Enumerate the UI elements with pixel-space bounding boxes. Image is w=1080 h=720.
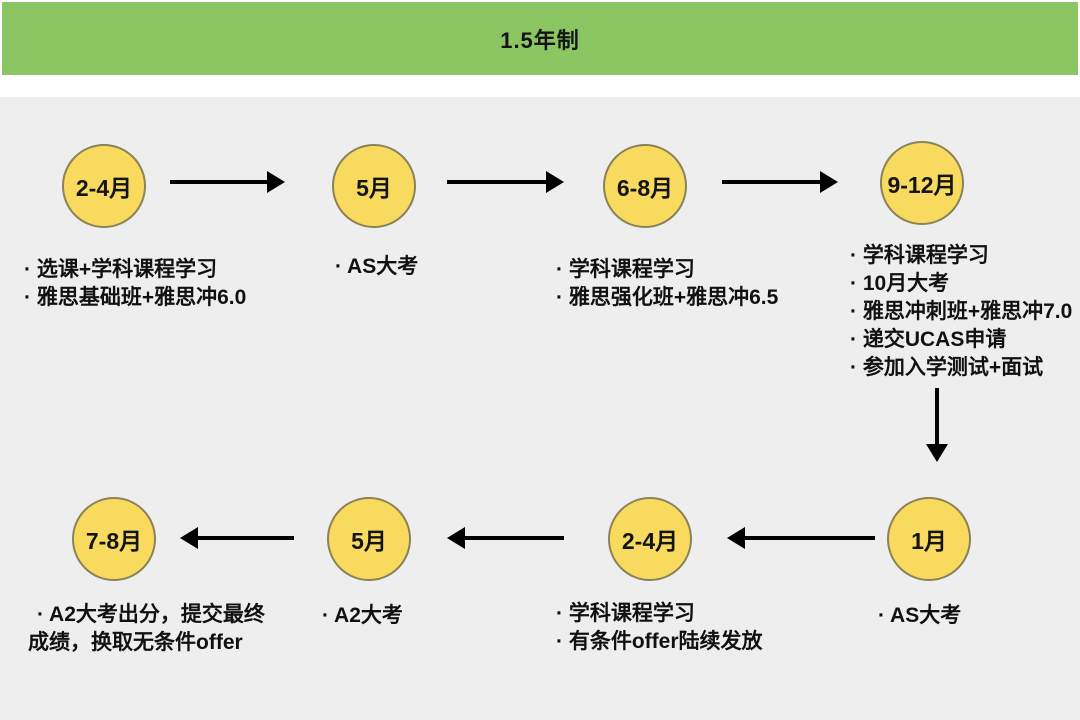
note-line: 成绩，换取无条件offer xyxy=(28,631,243,654)
arrow-head xyxy=(727,527,745,549)
note-line: · 有条件offer陆续发放 xyxy=(556,630,763,653)
note-block-may-2: · A2大考 xyxy=(322,602,403,630)
note-block-feb-apr: · 选课+学科课程学习 · 雅思基础班+雅思冲6.0 xyxy=(24,256,246,312)
arrow-right-icon xyxy=(170,171,285,193)
note-block-feb-apr-2: · 学科课程学习 · 有条件offer陆续发放 xyxy=(556,600,763,656)
arrow-head xyxy=(820,171,838,193)
flow-node-may-2: 5月 xyxy=(327,497,411,581)
flow-node-label: 7-8月 xyxy=(85,528,143,554)
note-line: · 递交UCAS申请 xyxy=(850,328,1007,351)
flow-node-feb-apr: 2-4月 xyxy=(62,144,146,228)
note-block-jun-aug: · 学科课程学习 · 雅思强化班+雅思冲6.5 xyxy=(556,256,778,312)
arrow-shaft xyxy=(195,536,294,540)
header-bar: 1.5年制 xyxy=(2,2,1078,75)
arrow-left-icon xyxy=(180,527,294,549)
flow-node-sep-dec: 9-12月 xyxy=(880,141,964,225)
arrow-shaft xyxy=(447,180,549,184)
note-block-jan: · AS大考 xyxy=(878,602,961,630)
note-block-may: · AS大考 xyxy=(335,253,418,281)
arrow-head xyxy=(180,527,198,549)
note-line: · AS大考 xyxy=(878,604,962,627)
arrow-shaft xyxy=(722,180,823,184)
flow-node-feb-apr-2: 2-4月 xyxy=(608,497,692,581)
arrow-shaft xyxy=(462,536,564,540)
arrow-head xyxy=(447,527,465,549)
flow-node-jun-aug: 6-8月 xyxy=(603,144,687,228)
arrow-shaft xyxy=(170,180,270,184)
flow-node-label: 6-8月 xyxy=(616,175,674,201)
note-line: · A2大考出分，提交最终 xyxy=(37,603,265,626)
note-block-sep-dec: · 学科课程学习 · 10月大考 · 雅思冲刺班+雅思冲7.0 · 递交UCAS… xyxy=(850,242,1072,382)
note-line: · 学科课程学习 xyxy=(556,602,695,625)
page-title: 1.5年制 xyxy=(500,27,580,53)
note-line: · 学科课程学习 xyxy=(556,258,695,281)
flow-node-label: 5月 xyxy=(351,528,387,554)
arrow-left-icon xyxy=(447,527,564,549)
note-line: · 选课+学科课程学习 xyxy=(24,258,218,281)
note-line: · 参加入学测试+面试 xyxy=(850,356,1044,379)
arrow-right-icon xyxy=(447,171,564,193)
flow-node-label: 2-4月 xyxy=(621,528,679,554)
arrow-shaft xyxy=(742,536,875,540)
flow-node-jan: 1月 xyxy=(887,497,971,581)
note-line: · 雅思基础班+雅思冲6.0 xyxy=(24,286,247,309)
flow-node-may: 5月 xyxy=(332,144,416,228)
note-line: · AS大考 xyxy=(335,255,419,278)
note-line: · 学科课程学习 xyxy=(850,244,989,267)
arrow-head xyxy=(926,444,948,462)
arrow-down-icon xyxy=(926,388,948,462)
note-line: · 10月大考 xyxy=(850,272,950,295)
arrow-head xyxy=(267,171,285,193)
arrow-head xyxy=(546,171,564,193)
flow-node-label: 2-4月 xyxy=(75,175,133,201)
arrow-right-icon xyxy=(722,171,838,193)
flow-node-label: 9-12月 xyxy=(887,172,957,198)
arrow-left-icon xyxy=(727,527,875,549)
note-block-jul-aug: · A2大考出分，提交最终 成绩，换取无条件offer xyxy=(28,601,265,657)
note-line: · A2大考 xyxy=(322,604,403,627)
flow-node-label: 5月 xyxy=(356,175,392,201)
flow-node-jul-aug: 7-8月 xyxy=(72,497,156,581)
arrow-shaft xyxy=(935,388,939,447)
note-line: · 雅思冲刺班+雅思冲7.0 xyxy=(850,300,1073,323)
note-line: · 雅思强化班+雅思冲6.5 xyxy=(556,286,779,309)
flow-node-label: 1月 xyxy=(911,528,947,554)
